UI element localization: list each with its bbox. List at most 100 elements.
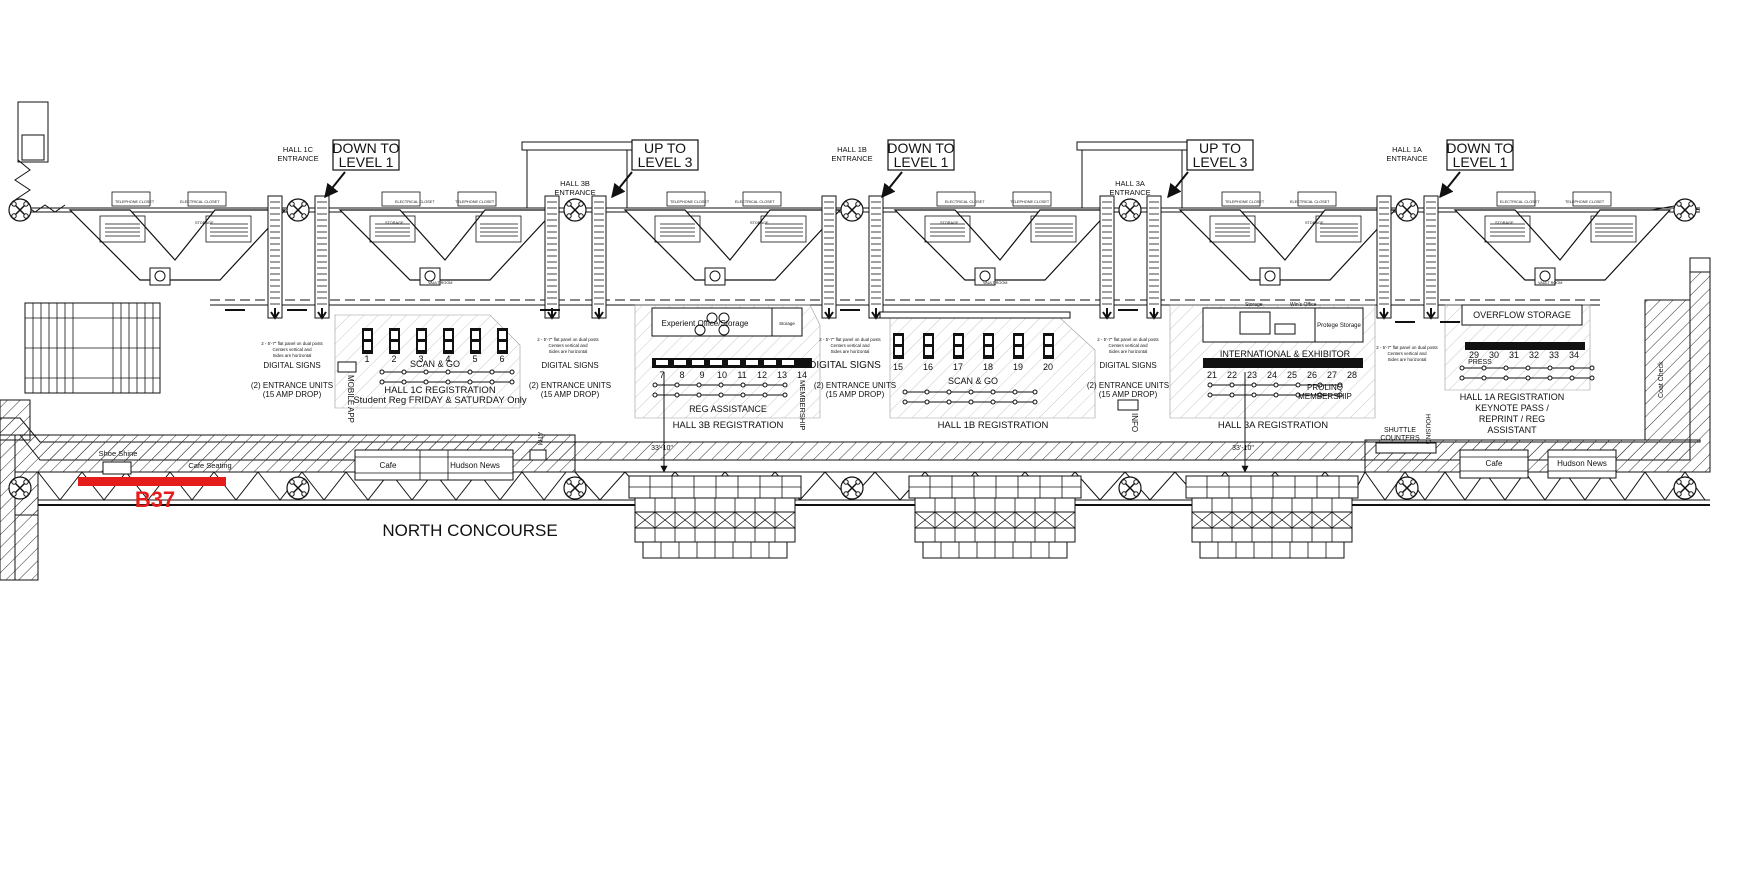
counter-number: 29	[1469, 350, 1479, 360]
booth-b37[interactable]: B37	[78, 477, 226, 512]
digital-signs-label: DIGITAL SIGNS	[263, 361, 320, 370]
svg-text:ENTRANCE: ENTRANCE	[554, 188, 595, 197]
cafe-seating-label: Cafe Seating	[188, 461, 231, 470]
svg-text:LEVEL 1: LEVEL 1	[339, 154, 394, 170]
svg-text:Sides are horizontal: Sides are horizontal	[1109, 349, 1148, 354]
shuttle-counters-label: SHUTTLE	[1384, 427, 1416, 434]
svg-text:(2) ENTRANCE UNITS: (2) ENTRANCE UNITS	[814, 381, 896, 390]
entrance-label: HALL 1A	[1392, 145, 1422, 154]
counter-number: 14	[797, 370, 807, 380]
hall-1c-title: HALL 1C REGISTRATION	[384, 385, 496, 396]
svg-text:STORAGE: STORAGE	[1305, 221, 1324, 225]
svg-text:STORAGE: STORAGE	[195, 221, 214, 225]
overflow-storage-label: OVERFLOW STORAGE	[1473, 310, 1571, 320]
svg-text:HOUSING: HOUSING	[1424, 414, 1431, 444]
counter-number: 20	[1043, 362, 1053, 372]
hall-3b-registration: Experient Office/Storage Storage 7 8 9 1…	[651, 307, 812, 473]
counter-number: 11	[737, 370, 746, 380]
counter-number: 10	[717, 370, 727, 380]
svg-text:COUNTERS: COUNTERS	[1380, 435, 1420, 442]
svg-text:Centers vertical and: Centers vertical and	[1108, 343, 1148, 348]
svg-text:ELECTRICAL CLOSET: ELECTRICAL CLOSET	[180, 200, 220, 204]
svg-text:33'-10": 33'-10"	[1232, 445, 1254, 452]
svg-text:ELECTRICAL CLOSET: ELECTRICAL CLOSET	[395, 200, 435, 204]
counter-number: 17	[953, 362, 963, 372]
svg-text:TELEPHONE CLOSET: TELEPHONE CLOSET	[455, 200, 495, 204]
svg-text:ELECTRICAL CLOSET: ELECTRICAL CLOSET	[1290, 200, 1330, 204]
cafe-label: Cafe	[380, 461, 397, 470]
hall-3a-title: HALL 3A REGISTRATION	[1218, 420, 1328, 431]
svg-text:TELEPHONE CLOSET: TELEPHONE CLOSET	[1565, 200, 1605, 204]
svg-text:(2) ENTRANCE UNITS: (2) ENTRANCE UNITS	[529, 381, 611, 390]
svg-text:MEMBERSHIP: MEMBERSHIP	[1298, 392, 1352, 401]
level-callout-text: DOWN TO	[332, 140, 399, 156]
entrance-label: HALL 1B	[837, 145, 867, 154]
svg-text:(15 AMP DROP): (15 AMP DROP)	[263, 390, 322, 399]
digital-signs-label: DIGITAL SIGNS	[1099, 361, 1156, 370]
svg-text:Sides are horizontal: Sides are horizontal	[1388, 357, 1427, 362]
svg-text:LEVEL 1: LEVEL 1	[1453, 154, 1508, 170]
svg-text:2 - 5'-7" flat panel on dual p: 2 - 5'-7" flat panel on dual posts	[819, 337, 881, 342]
counter-number: 6	[499, 354, 504, 364]
entrance-labels: HALL 1C ENTRANCE HALL 3B ENTRANCE HALL 1…	[277, 145, 1427, 197]
svg-text:ELECTRICAL CLOSET: ELECTRICAL CLOSET	[945, 200, 985, 204]
counter-number: 26	[1307, 370, 1317, 380]
counter-number: 7	[659, 370, 664, 380]
counter-number: 18	[983, 362, 993, 372]
counter-number: 33	[1549, 350, 1559, 360]
svg-text:VAULT ROOM: VAULT ROOM	[1538, 281, 1562, 285]
svg-text:INFO: INFO	[1130, 413, 1139, 432]
counter-number: 28	[1347, 370, 1357, 380]
svg-text:TELEPHONE CLOSET: TELEPHONE CLOSET	[1225, 200, 1265, 204]
counter-number: 8	[679, 370, 684, 380]
hall-1b-registration: 15 16 17 18 19 20 SCAN & GO HALL 1B REGI…	[879, 311, 1071, 431]
svg-text:PRESS: PRESS	[1468, 359, 1492, 366]
hall-1a-title: HALL 1A REGISTRATION	[1460, 392, 1565, 402]
svg-text:(15 AMP DROP): (15 AMP DROP)	[1099, 390, 1158, 399]
svg-text:ELECTRICAL CLOSET: ELECTRICAL CLOSET	[1500, 200, 1540, 204]
booth-b37-bar	[78, 477, 226, 486]
svg-text:2 - 5'-7" flat panel on dual p: 2 - 5'-7" flat panel on dual posts	[261, 341, 323, 346]
svg-text:LEVEL 3: LEVEL 3	[638, 154, 693, 170]
svg-text:(15 AMP DROP): (15 AMP DROP)	[541, 390, 600, 399]
svg-text:Centers vertical and: Centers vertical and	[1387, 351, 1427, 356]
level-callouts: DOWN TO LEVEL 1 UP TO LEVEL 3 DOWN TO LE…	[324, 139, 1514, 199]
left-stair	[14, 101, 161, 394]
counter-number: 27	[1327, 370, 1337, 380]
counter-number: 23	[1247, 370, 1257, 380]
svg-text:Storage: Storage	[1245, 302, 1263, 308]
counter-number: 30	[1489, 350, 1499, 360]
experient-office-label: Experient Office/Storage	[661, 319, 749, 328]
counter-number: 22	[1227, 370, 1237, 380]
svg-text:Sides are horizontal: Sides are horizontal	[831, 349, 870, 354]
counter-number: 3	[418, 354, 423, 364]
booth-b37-label: B37	[135, 487, 175, 512]
counter-number: 12	[757, 370, 767, 380]
svg-text:2 - 5'-7" flat panel on dual p: 2 - 5'-7" flat panel on dual posts	[1376, 345, 1438, 350]
counter-number: 16	[923, 362, 933, 372]
svg-text:Storage: Storage	[779, 321, 795, 326]
info-desk: INFO	[1117, 399, 1139, 432]
hudson-news-label: Hudson News	[450, 461, 500, 470]
counter-number: 13	[777, 370, 787, 380]
svg-text:(2) ENTRANCE UNITS: (2) ENTRANCE UNITS	[1087, 381, 1169, 390]
north-concourse-label: NORTH CONCOURSE	[382, 521, 557, 540]
svg-text:STORAGE: STORAGE	[1495, 221, 1514, 225]
counter-number: 21	[1207, 370, 1217, 380]
hall-1b-title: HALL 1B REGISTRATION	[938, 420, 1049, 431]
svg-text:(2) ENTRANCE UNITS: (2) ENTRANCE UNITS	[251, 381, 333, 390]
svg-text:SCAN & GO: SCAN & GO	[948, 376, 998, 386]
svg-text:Centers vertical and: Centers vertical and	[272, 347, 312, 352]
counter-number: 4	[445, 354, 450, 364]
counter-number: 24	[1267, 370, 1277, 380]
membership-label: MEMBERSHIP	[798, 380, 807, 430]
counter-number: 31	[1509, 350, 1519, 360]
counter-number: 25	[1287, 370, 1297, 380]
svg-text:(15 AMP DROP): (15 AMP DROP)	[826, 390, 885, 399]
svg-text:33'-10": 33'-10"	[651, 445, 673, 452]
svg-text:2 - 5'-7" flat panel on dual p: 2 - 5'-7" flat panel on dual posts	[1097, 337, 1159, 342]
counter-number: 1	[364, 354, 369, 364]
svg-text:ENTRANCE: ENTRANCE	[1109, 188, 1150, 197]
counter-number: 15	[893, 362, 903, 372]
reg-assistance-label: REG ASSISTANCE	[689, 404, 767, 414]
